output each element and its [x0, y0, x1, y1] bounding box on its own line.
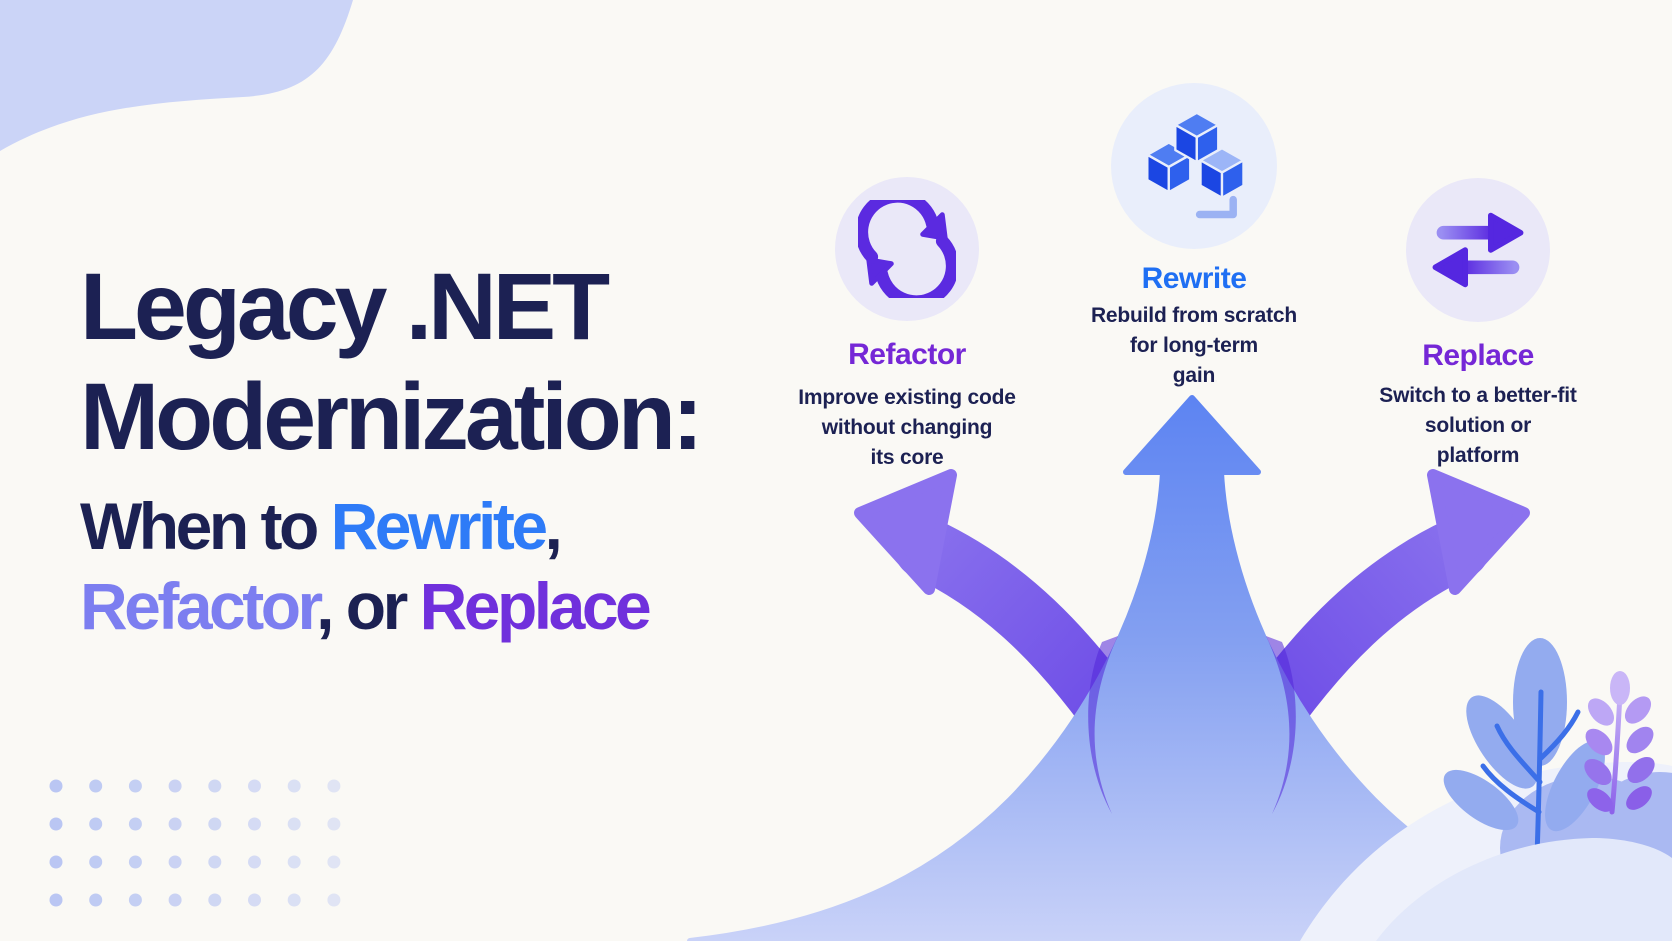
replace-icon-circle — [1406, 178, 1550, 322]
headline-line-2: Modernization: — [80, 364, 703, 470]
headline-line-1: Legacy .NET — [80, 254, 610, 360]
corner-blob — [0, 0, 353, 151]
subtitle-keyword-rewrite: Rewrite — [330, 489, 548, 563]
option-replace: Replace Switch to a better-fit solution … — [1338, 178, 1618, 471]
subtitle-line-2: Refactor, or Replace — [80, 566, 800, 646]
swap-arrows-icon — [1432, 212, 1524, 288]
option-refactor: Refactor Improve existing code without c… — [767, 177, 1047, 473]
replace-description: Switch to a better-fit solution or platf… — [1379, 381, 1577, 471]
plant-stems — [1480, 689, 1581, 859]
rewrite-icon-circle — [1111, 83, 1277, 249]
left-arrowhead — [854, 469, 957, 595]
junction-creases — [1088, 636, 1296, 814]
headline-block: Legacy .NET Modernization: When to Rewri… — [80, 252, 800, 646]
dot-grid — [49, 779, 341, 907]
rewrite-description: Rebuild from scratch for long-term gain — [1091, 301, 1297, 391]
refactor-description: Improve existing code without changing i… — [798, 383, 1016, 473]
rewrite-desc-line-3: gain — [1172, 364, 1216, 387]
replace-desc-line-2: solution or — [1424, 414, 1532, 437]
subtitle-text-or: , or — [316, 569, 420, 643]
front-hill — [1376, 838, 1672, 941]
subtitle-comma: , — [544, 489, 563, 563]
rewrite-desc-line-1: Rebuild from scratch — [1090, 304, 1298, 327]
purple-sprig — [1584, 671, 1655, 815]
option-rewrite: Rewrite Rebuild from scratch for long-te… — [1054, 83, 1334, 391]
subtitle-block: When to Rewrite, Refactor, or Replace — [80, 486, 800, 646]
refactor-desc-line-2: without changing — [821, 416, 993, 439]
refresh-cycle-icon — [858, 200, 956, 298]
right-arrowhead — [1427, 469, 1530, 595]
rewrite-label: Rewrite — [1141, 262, 1247, 295]
refactor-label: Refactor — [848, 338, 966, 371]
replace-desc-line-3: platform — [1436, 444, 1520, 467]
replace-label: Replace — [1422, 339, 1534, 372]
subtitle-text-when-to: When to — [80, 489, 331, 563]
replace-desc-line-1: Switch to a better-fit — [1379, 384, 1577, 407]
refactor-icon-circle — [835, 177, 979, 321]
subtitle-line-1: When to Rewrite, — [80, 486, 800, 566]
subtitle-keyword-refactor: Refactor — [80, 569, 320, 643]
stacked-cubes-icon — [1146, 111, 1245, 219]
refactor-desc-line-1: Improve existing code — [798, 386, 1016, 409]
rewrite-desc-line-2: for long-term — [1129, 334, 1259, 357]
refactor-desc-line-3: its core — [870, 446, 944, 469]
subtitle-keyword-replace: Replace — [419, 569, 652, 643]
